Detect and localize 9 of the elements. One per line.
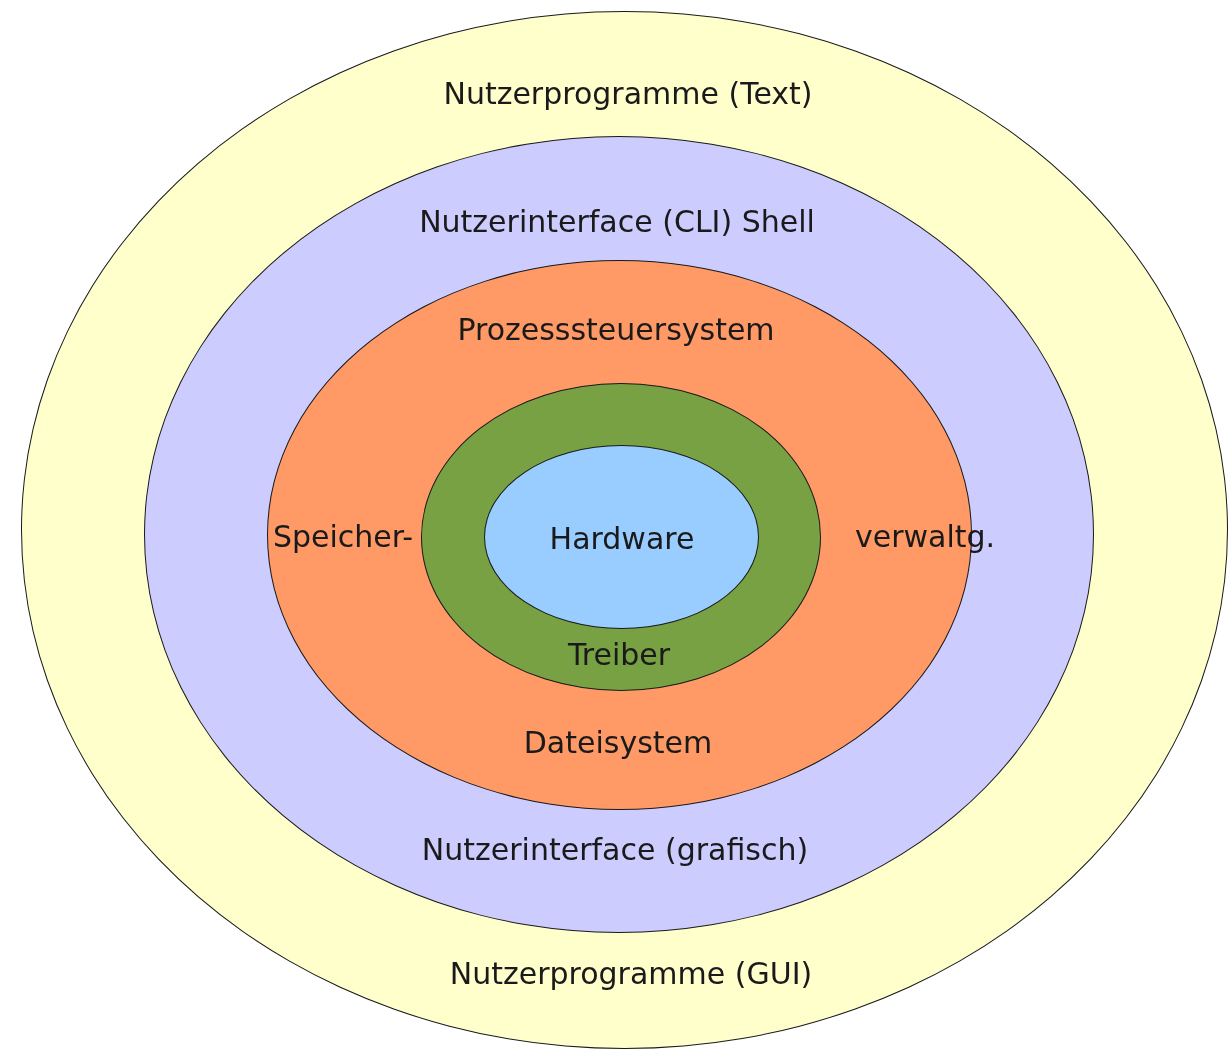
layer-label: Treiber <box>567 636 671 672</box>
layer-label: Nutzerprogramme (GUI) <box>449 955 813 991</box>
layer-label: Nutzerinterface (CLI) Shell <box>419 203 815 239</box>
layer-label: Hardware <box>549 520 695 556</box>
layer-label: Dateisystem <box>523 724 713 760</box>
layer-label: Nutzerinterface (grafisch) <box>421 831 809 867</box>
layer-label: Speicher- <box>272 518 414 554</box>
layer-label: Nutzerprogramme (Text) <box>443 75 813 111</box>
layer-label: Prozesssteuersystem <box>457 311 775 347</box>
